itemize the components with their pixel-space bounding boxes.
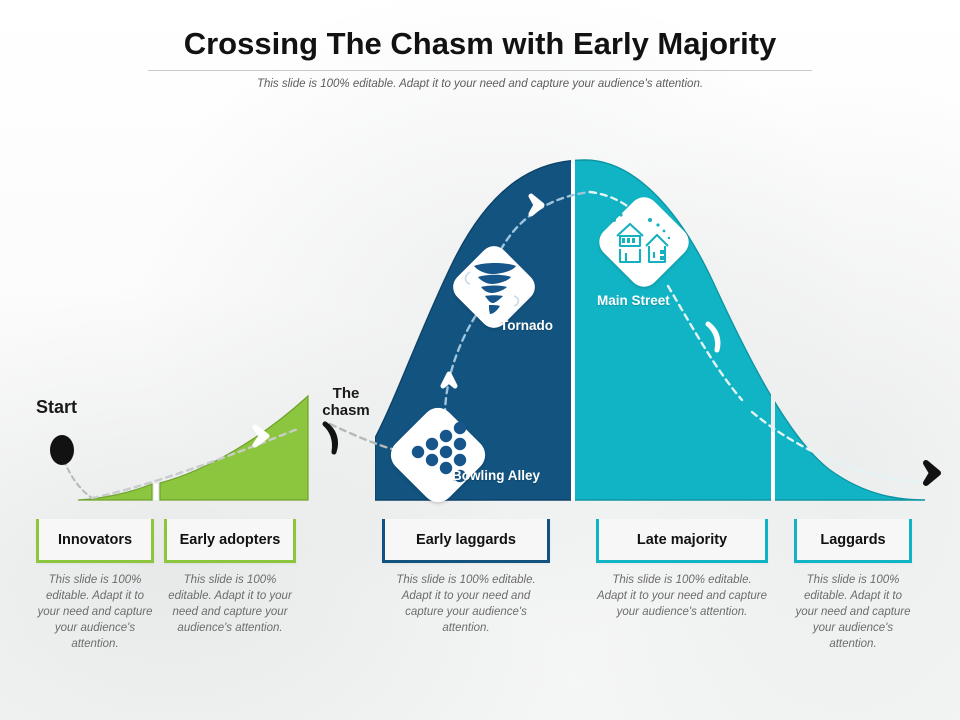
stage-description-early-adopters: This slide is 100% editable. Adapt it to…	[168, 574, 292, 634]
milestone-label-tornado: Tornado	[500, 318, 553, 333]
tornado-icon	[474, 263, 516, 314]
start-label: Start	[36, 397, 78, 417]
arrow-right-slope-icon	[705, 321, 721, 353]
milestone-bowling-alley[interactable]	[384, 401, 491, 508]
milestone-label-bowling-alley: Bowling Alley	[452, 468, 541, 483]
milestone-main-street[interactable]	[593, 191, 695, 293]
milestone-label-main-street: Main Street	[597, 293, 670, 308]
stage-title-late-majority: Late majority	[636, 531, 728, 548]
stage-card-box-late-majority[interactable]: Late majority	[596, 519, 768, 563]
arrow-bowling-to-tornado-icon	[440, 371, 458, 389]
arrow-green-ramp-icon	[252, 424, 270, 448]
stage-card-early-laggards[interactable]: Early laggards This slide is 100% editab…	[382, 519, 550, 636]
stage-card-early-adopters[interactable]: Early adopters This slide is 100% editab…	[164, 519, 296, 636]
stage-description-early-laggards: This slide is 100% editable. Adapt it to…	[396, 574, 536, 634]
arrow-chasm-icon	[322, 421, 339, 455]
stage-description-innovators: This slide is 100% editable. Adapt it to…	[37, 574, 153, 650]
stage-card-innovators[interactable]: Innovators This slide is 100% editable. …	[36, 519, 154, 652]
page-title: Crossing The Chasm with Early Majority	[183, 26, 777, 61]
milestone-tornado[interactable]	[447, 240, 540, 333]
stage-card-box-early-adopters[interactable]: Early adopters	[164, 519, 296, 563]
stage-card-box-innovators[interactable]: Innovators	[36, 519, 154, 563]
stage-title-laggards: Laggards	[820, 531, 886, 548]
segment-innovators[interactable]	[77, 483, 153, 501]
arrow-end-icon	[923, 460, 941, 486]
page-subtitle: This slide is 100% editable. Adapt it to…	[256, 78, 704, 90]
segment-early-adopters[interactable]	[159, 394, 309, 501]
stage-card-laggards[interactable]: Laggards This slide is 100% editable. Ad…	[794, 519, 912, 652]
stage-title-early-laggards: Early laggards	[416, 531, 516, 548]
tornado-debris-icon	[464, 271, 520, 307]
stage-card-box-laggards[interactable]: Laggards	[794, 519, 912, 563]
stage-title-early-adopters: Early adopters	[179, 531, 281, 548]
arrow-peak-icon	[528, 193, 545, 217]
stage-card-box-early-laggards[interactable]: Early laggards	[382, 519, 550, 563]
segment-early-laggards[interactable]	[375, 160, 925, 501]
stage-title-innovators: Innovators	[57, 531, 133, 548]
houses-detail-icon	[612, 213, 671, 260]
title-divider	[148, 70, 812, 71]
segment-laggards[interactable]	[375, 160, 926, 501]
houses-icon	[616, 222, 669, 264]
start-dot-icon	[50, 435, 74, 465]
stage-description-late-majority: This slide is 100% editable. Adapt it to…	[596, 574, 768, 618]
stage-card-late-majority[interactable]: Late majority This slide is 100% editabl…	[596, 519, 768, 620]
chasm-label: The chasm	[322, 385, 370, 419]
bowling-pins-icon	[411, 421, 467, 483]
stage-description-laggards: This slide is 100% editable. Adapt it to…	[795, 574, 911, 650]
